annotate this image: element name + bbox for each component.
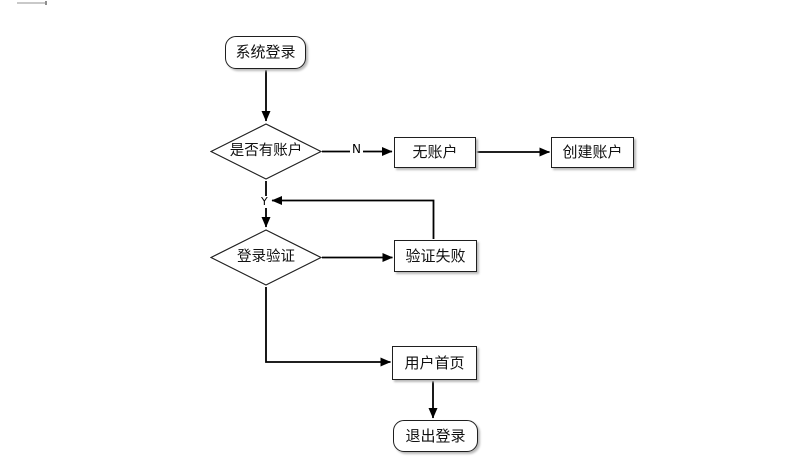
node-create-account-process: 创建账户 [551, 137, 634, 168]
node-user-home-process: 用户首页 [392, 346, 477, 380]
edge-label-no: N [350, 142, 363, 157]
node-verify-failed-process: 验证失败 [394, 240, 477, 272]
node-start-label: 系统登录 [235, 43, 296, 61]
edge-verify-to-home [265, 287, 391, 367]
node-logout-terminator: 退出登录 [393, 420, 478, 452]
node-user-home-label: 用户首页 [404, 353, 465, 372]
screen-edge-artifact-tick [45, 1, 47, 5]
screen-edge-artifact-bar [17, 2, 45, 4]
node-login-verify-decision: 登录验证 [210, 229, 322, 286]
node-verify-failed-label: 验证失败 [405, 246, 466, 265]
diamond-shape [210, 123, 322, 180]
edge-label-yes: Y [259, 195, 270, 209]
node-start-terminator: 系统登录 [225, 36, 306, 69]
node-create-account-label: 创建账户 [562, 143, 623, 161]
node-no-account-process: 无账户 [394, 137, 476, 168]
node-check-account-decision: 是否有账户 [210, 123, 322, 180]
node-no-account-label: 无账户 [412, 143, 458, 161]
diamond-shape [210, 229, 322, 286]
node-logout-label: 退出登录 [405, 426, 466, 445]
